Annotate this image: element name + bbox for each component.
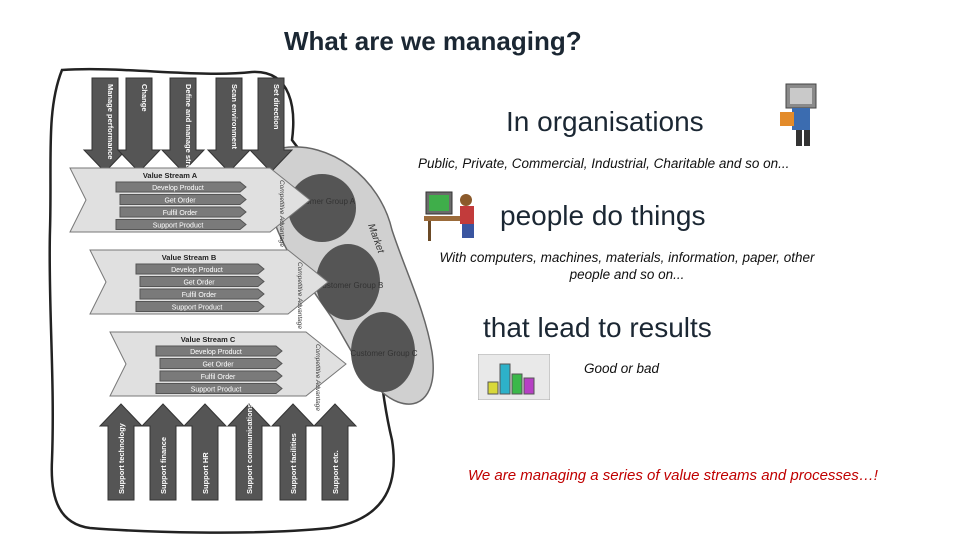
conclusion-text: We are managing a series of value stream… xyxy=(468,467,878,484)
top-arrow xyxy=(116,77,162,173)
process-label: Get Order xyxy=(164,198,196,205)
person-icon xyxy=(780,83,817,146)
support-arrow-label: Support communications xyxy=(245,404,254,494)
process-label: Support Product xyxy=(172,305,223,312)
support-arrow-label: Support technology xyxy=(117,422,126,494)
value-stream-title: Value Stream A xyxy=(143,171,198,180)
process-label: Fulfil Order xyxy=(201,374,236,381)
process-label: Support Product xyxy=(191,387,242,394)
top-arrows: Manage performance Change Define and manag… xyxy=(82,77,294,190)
process-label: Fulfil Order xyxy=(163,210,198,217)
process-arrow xyxy=(115,181,247,193)
good-or-bad-text: Good or bad xyxy=(584,361,660,376)
top-arrow xyxy=(206,77,252,173)
competitive-advantage-label: Competitive Advantage xyxy=(296,262,303,329)
process-arrow xyxy=(119,194,247,205)
process-arrow xyxy=(139,288,265,300)
value-stream-title: Value Stream C xyxy=(181,335,236,344)
process-label: Get Order xyxy=(183,280,215,287)
top-arrow-label: Manage performance xyxy=(106,84,115,159)
support-arrow xyxy=(182,403,228,501)
with-line-2: people and so on... xyxy=(569,267,685,282)
value-stream-title: Value Stream B xyxy=(162,253,217,262)
process-label: Fulfil Order xyxy=(182,292,217,299)
support-arrow-label: Support HR xyxy=(201,452,210,494)
support-arrow xyxy=(226,403,272,501)
chart-icon xyxy=(478,354,550,400)
competitive-advantage-label: Competitive Advantage xyxy=(314,344,321,411)
process-arrow xyxy=(135,301,265,312)
support-arrow-label: Support etc. xyxy=(331,450,340,494)
slide-title: What are we managing? xyxy=(284,26,582,56)
top-arrow xyxy=(248,77,294,173)
customer-group-b-label: Customer Group B xyxy=(317,281,384,290)
that-lead-heading: that lead to results xyxy=(483,312,712,343)
support-arrow-label: Support facilities xyxy=(289,433,298,494)
process-arrow xyxy=(139,276,265,287)
top-arrow-label: Set direction xyxy=(272,84,281,130)
with-text: With computers, machines, materials, inf… xyxy=(412,249,842,283)
top-arrow-label: Change xyxy=(140,84,149,112)
process-arrow xyxy=(159,358,283,369)
process-label: Get Order xyxy=(202,362,234,369)
process-label: Develop Product xyxy=(190,349,242,356)
support-arrow xyxy=(312,403,358,501)
process-arrow xyxy=(155,383,283,394)
in-organisations-heading: In organisations xyxy=(506,106,704,137)
people-do-things-heading: people do things xyxy=(500,200,706,231)
top-arrow xyxy=(160,77,206,173)
process-arrow xyxy=(155,345,283,357)
support-arrow-label: Support finance xyxy=(159,437,168,494)
process-label: Support Product xyxy=(153,223,204,230)
competitive-advantage-label: Competitive Advantage xyxy=(278,180,285,247)
process-label: Develop Product xyxy=(171,267,223,274)
diagram-outline xyxy=(48,67,395,534)
customer-group-c-label: Customer Group C xyxy=(350,349,417,358)
support-arrow xyxy=(98,403,144,501)
process-arrow xyxy=(159,370,283,382)
customer-group-b-shape xyxy=(316,244,380,320)
process-arrow xyxy=(115,219,247,230)
customer-group-a-shape xyxy=(288,174,356,242)
computer-icon xyxy=(424,191,474,241)
support-arrow xyxy=(270,403,316,501)
customer-group-c-shape xyxy=(351,312,415,392)
with-line-1: With computers, machines, materials, inf… xyxy=(439,250,815,265)
customer-group-a-label: Customer Group A xyxy=(289,197,356,206)
process-arrow xyxy=(135,263,265,275)
top-arrow-label: Define and manage strategies xyxy=(184,84,193,190)
support-arrow xyxy=(140,403,186,501)
top-arrow xyxy=(82,77,128,173)
org-types-text: Public, Private, Commercial, Industrial,… xyxy=(418,156,790,171)
top-arrow-label: Scan environment xyxy=(230,84,239,150)
process-label: Develop Product xyxy=(152,185,204,192)
process-arrow xyxy=(119,206,247,218)
support-arrows: Support technology Support finance Support… xyxy=(98,403,358,501)
